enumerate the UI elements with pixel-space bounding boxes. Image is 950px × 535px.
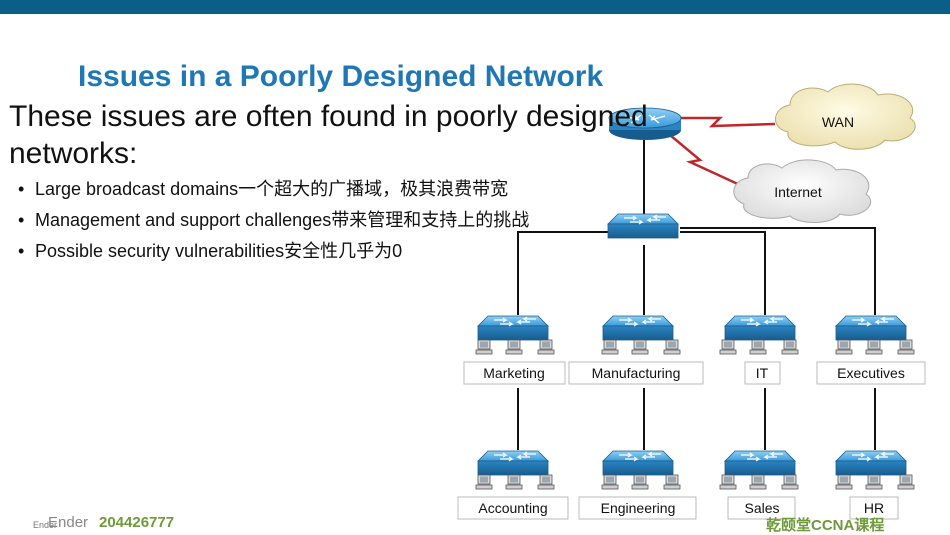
pc-group-manufacturing [601,339,681,355]
list-item: Management and support challenges带来管理和支持… [18,207,529,238]
pc-group-sales [719,474,799,490]
pc-group-hr [835,474,915,490]
switch-sales-icon [724,450,796,476]
internet-cloud-icon: Internet [733,159,872,223]
pc-group-it [719,339,799,355]
internet-label: Internet [774,184,822,200]
pc-group-executives [835,339,915,355]
footer-id-number: 204426777 [99,514,175,531]
footer-course-label: 乾颐堂CCNA课程 [766,517,885,534]
wan-cloud-icon: WAN [775,83,916,150]
wan-link [680,116,776,128]
dept-label-manufacturing: Manufacturing [592,365,681,381]
dept-label-it: IT [756,365,769,381]
pc-group-marketing [475,339,555,355]
internet-link [669,134,741,187]
top-banner [0,0,950,14]
switch-hr-icon [835,450,907,476]
slide-title: Issues in a Poorly Designed Network [78,60,604,93]
switch-engineering-icon [602,450,674,476]
core-switch-icon [607,213,679,239]
switch-manufacturing-icon [602,315,674,341]
dept-label-sales: Sales [744,500,779,516]
wan-label: WAN [822,114,854,130]
list-item: Large broadcast domains一个超大的广播域，极其浪费带宽 [18,176,529,207]
pc-group-engineering [601,474,681,490]
dept-label-engineering: Engineering [601,500,676,516]
switch-accounting-icon [477,450,549,476]
router-icon [608,107,682,140]
list-item: Possible security vulnerabilities安全性几乎为0 [18,238,529,269]
footer-watermark-small: Ender [33,520,58,530]
issue-list: Large broadcast domains一个超大的广播域，极其浪费带宽 M… [18,176,529,269]
dept-label-hr: HR [864,500,884,516]
pc-group-accounting [475,474,555,490]
switch-marketing-icon [477,315,549,341]
dept-label-executives: Executives [837,365,905,381]
dept-label-accounting: Accounting [478,500,547,516]
dept-label-marketing: Marketing [483,365,544,381]
switch-executives-icon [835,315,907,341]
core-links [517,227,876,315]
footer-author: Ender [48,514,89,531]
access-links [517,388,876,450]
switch-it-icon [724,315,796,341]
intro-text: These issues are often found in poorly d… [9,100,648,170]
